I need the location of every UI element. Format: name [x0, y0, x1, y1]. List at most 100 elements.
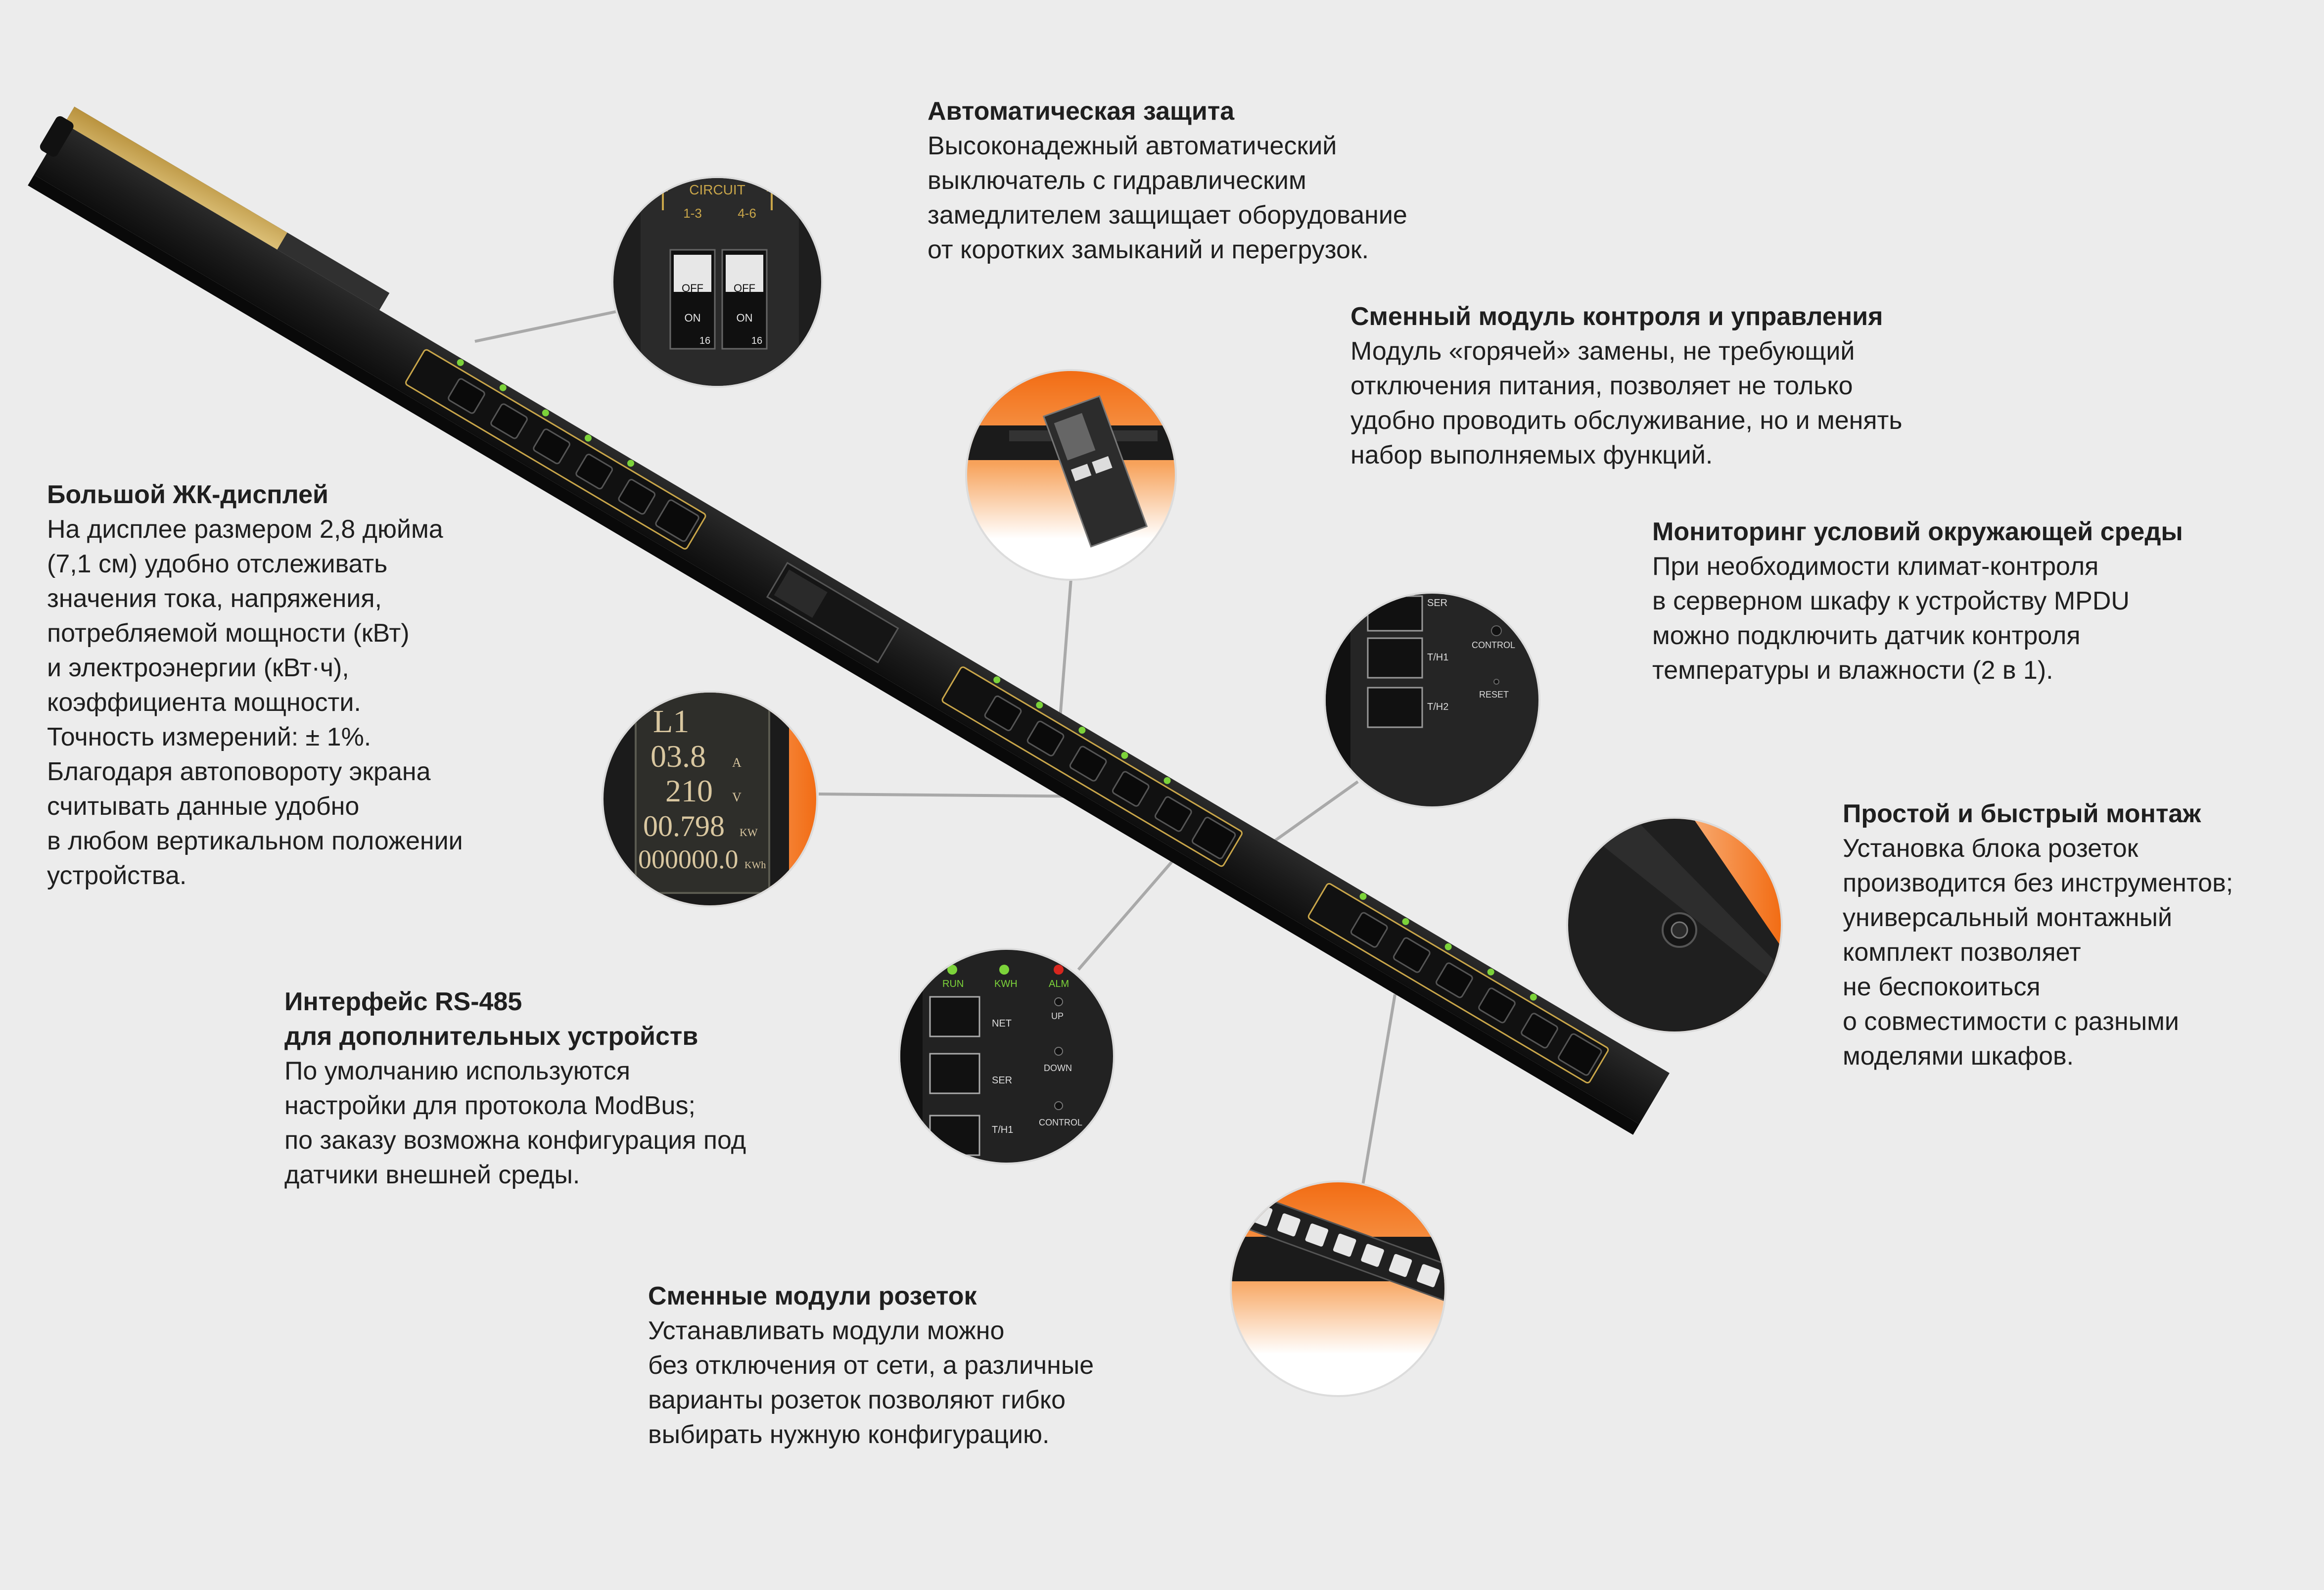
circuit-a-label: 1-3	[683, 206, 702, 221]
th2-port	[1367, 687, 1423, 728]
net-port	[929, 996, 980, 1037]
ser-label-rs485: SER	[992, 1075, 1012, 1086]
callout-hot-swap: Сменный модуль контроля и управления Мод…	[1350, 299, 1902, 472]
callout-line: выбирать нужную конфигурацию.	[648, 1420, 1050, 1449]
breaker-2-on: ON	[737, 312, 753, 324]
lcd-voltage: 210	[665, 773, 713, 808]
callout-quick-mount: Простой и быстрый монтаж Установка блока…	[1843, 796, 2233, 1074]
callout-line: потребляемой мощности (кВт)	[47, 619, 410, 648]
down-label: DOWN	[1044, 1063, 1072, 1073]
callout-line: о совместимости с разными	[1843, 1007, 2179, 1036]
callout-auto-protection: Автоматическая защита Высоконадежный авт…	[928, 94, 1407, 267]
callout-line: и электроэнергии (кВт·ч),	[47, 654, 349, 682]
callout-environment: Мониторинг условий окружающей среды При …	[1652, 514, 2183, 688]
callout-line: по заказу возможна конфигурация под	[284, 1126, 746, 1155]
pdu-bar	[28, 106, 1670, 1135]
callout-line: настройки для протокола ModBus;	[284, 1091, 696, 1120]
reset-label: RESET	[1479, 690, 1509, 700]
callout-line: датчики внешней среды.	[284, 1161, 580, 1189]
run-label: RUN	[942, 979, 964, 989]
callout-title: Простой и быстрый монтаж	[1843, 799, 2201, 828]
callout-line: Установка блока розеток	[1843, 834, 2138, 863]
callout-title: Сменный модуль контроля и управления	[1350, 302, 1883, 331]
lcd-power: 00.798	[643, 810, 725, 842]
callout-line: значения тока, напряжения,	[47, 584, 382, 613]
th2-label: T/H2	[1427, 701, 1448, 712]
callout-lcd: Большой ЖК-дисплей На дисплее размером 2…	[47, 477, 463, 893]
breaker-2-off: OFF	[734, 282, 755, 294]
net-label: NET	[992, 1018, 1012, 1029]
callout-line: без отключения от сети, а различные	[648, 1351, 1094, 1380]
callout-line: не беспокоиться	[1843, 973, 2041, 1001]
th1-label: T/H1	[1427, 652, 1448, 663]
callout-line: Устанавливать модули можно	[648, 1316, 1005, 1345]
th1-label-rs485: T/H1	[992, 1124, 1013, 1135]
lcd-current-unit: A	[732, 755, 742, 770]
ser-label: SER	[1427, 598, 1447, 608]
callout-title: Мониторинг условий окружающей среды	[1652, 517, 2183, 546]
callout-line: от коротких замыканий и перегрузок.	[928, 235, 1369, 264]
callout-line: (7,1 см) удобно отслеживать	[47, 550, 388, 578]
callout-title: Сменные модули розеток	[648, 1282, 977, 1310]
callout-line: моделями шкафов.	[1843, 1042, 2074, 1071]
rs485-detail-circle: RUN KWH ALM NET SER T/H1 UP DOWN CONTROL	[898, 948, 1115, 1165]
callout-line: в любом вертикальном положении	[47, 827, 463, 855]
breaker-1-off: OFF	[682, 282, 703, 294]
callout-line: выключатель с гидравлическим	[928, 166, 1306, 195]
callout-title: Автоматическая защита	[928, 97, 1235, 126]
lcd-voltage-unit: V	[732, 790, 742, 804]
control-label-rs485: CONTROL	[1039, 1118, 1082, 1127]
circuit-b-label: 4-6	[738, 206, 756, 221]
kwh-label: KWH	[994, 979, 1018, 989]
lcd-detail-circle: L1 03.8 A 210 V 00.798 KW 000000.0 KWh	[602, 691, 818, 907]
breaker-2-rating: 16	[751, 335, 762, 346]
callout-line: набор выполняемых функций.	[1350, 441, 1713, 469]
callout-line: в серверном шкафу к устройству MPDU	[1652, 587, 2130, 615]
circuit-label: CIRCUIT	[689, 182, 745, 197]
breaker-detail-circle: CIRCUIT 1-3 4-6 OFF OFF ON ON 16 16	[611, 176, 823, 388]
callout-line: отключения питания, позволяет не только	[1350, 372, 1853, 400]
control-label: CONTROL	[1472, 640, 1515, 650]
callout-line: можно подключить датчик контроля	[1652, 621, 2081, 650]
gold-label	[64, 106, 287, 250]
mount-detail-circle	[1566, 817, 1783, 1033]
callout-line: Благодаря автоповороту экрана	[47, 757, 431, 786]
lcd-line-l1: L1	[653, 703, 689, 740]
callout-line: производится без инструментов;	[1843, 869, 2233, 897]
ser-port-rs485	[929, 1053, 980, 1094]
breaker-1-rating: 16	[699, 335, 710, 346]
callout-line: Точность измерений: ± 1%.	[47, 723, 372, 751]
env-ports-detail-circle: SER T/H1 T/H2 CONTROL RESET	[1324, 592, 1540, 808]
callout-title: Интерфейс RS-485	[284, 987, 522, 1016]
callout-title: для дополнительных устройств	[284, 1022, 698, 1051]
callout-line: удобно проводить обслуживание, но и меня…	[1350, 406, 1903, 435]
callout-line: замедлителем защищает оборудование	[928, 201, 1407, 230]
socket-module-detail-circle	[1230, 1180, 1446, 1397]
lcd-energy: 000000.0	[638, 844, 739, 874]
callout-line: При необходимости климат-контроля	[1652, 552, 2099, 581]
th1-port	[1367, 637, 1423, 679]
callout-line: универсальный монтажный	[1843, 903, 2173, 932]
breaker-1-on: ON	[685, 312, 701, 324]
alm-label: ALM	[1049, 979, 1069, 989]
callout-socket-modules: Сменные модули розеток Устанавливать мод…	[648, 1279, 1094, 1452]
callout-rs485: Интерфейс RS-485 для дополнительных устр…	[284, 984, 746, 1192]
up-label: UP	[1051, 1011, 1064, 1021]
callout-line: считывать данные удобно	[47, 792, 360, 821]
callout-line: комплект позволяет	[1843, 938, 2081, 967]
lcd-screen	[635, 693, 770, 894]
callout-line: На дисплее размером 2,8 дюйма	[47, 515, 443, 544]
callout-line: Высоконадежный автоматический	[928, 132, 1337, 160]
lcd-current: 03.8	[651, 739, 706, 774]
lcd-power-unit: KW	[740, 826, 758, 839]
callout-title: Большой ЖК-дисплей	[47, 480, 328, 509]
callout-line: По умолчанию используются	[284, 1057, 631, 1085]
lcd-energy-unit: KWh	[744, 860, 766, 871]
hot-swap-detail-circle	[965, 369, 1177, 581]
ser-port	[1367, 595, 1423, 632]
callout-line: устройства.	[47, 861, 187, 890]
callout-line: варианты розеток позволяют гибко	[648, 1386, 1066, 1414]
callout-line: Модуль «горячей» замены, не требующий	[1350, 337, 1855, 366]
callout-line: коэффициента мощности.	[47, 688, 361, 717]
